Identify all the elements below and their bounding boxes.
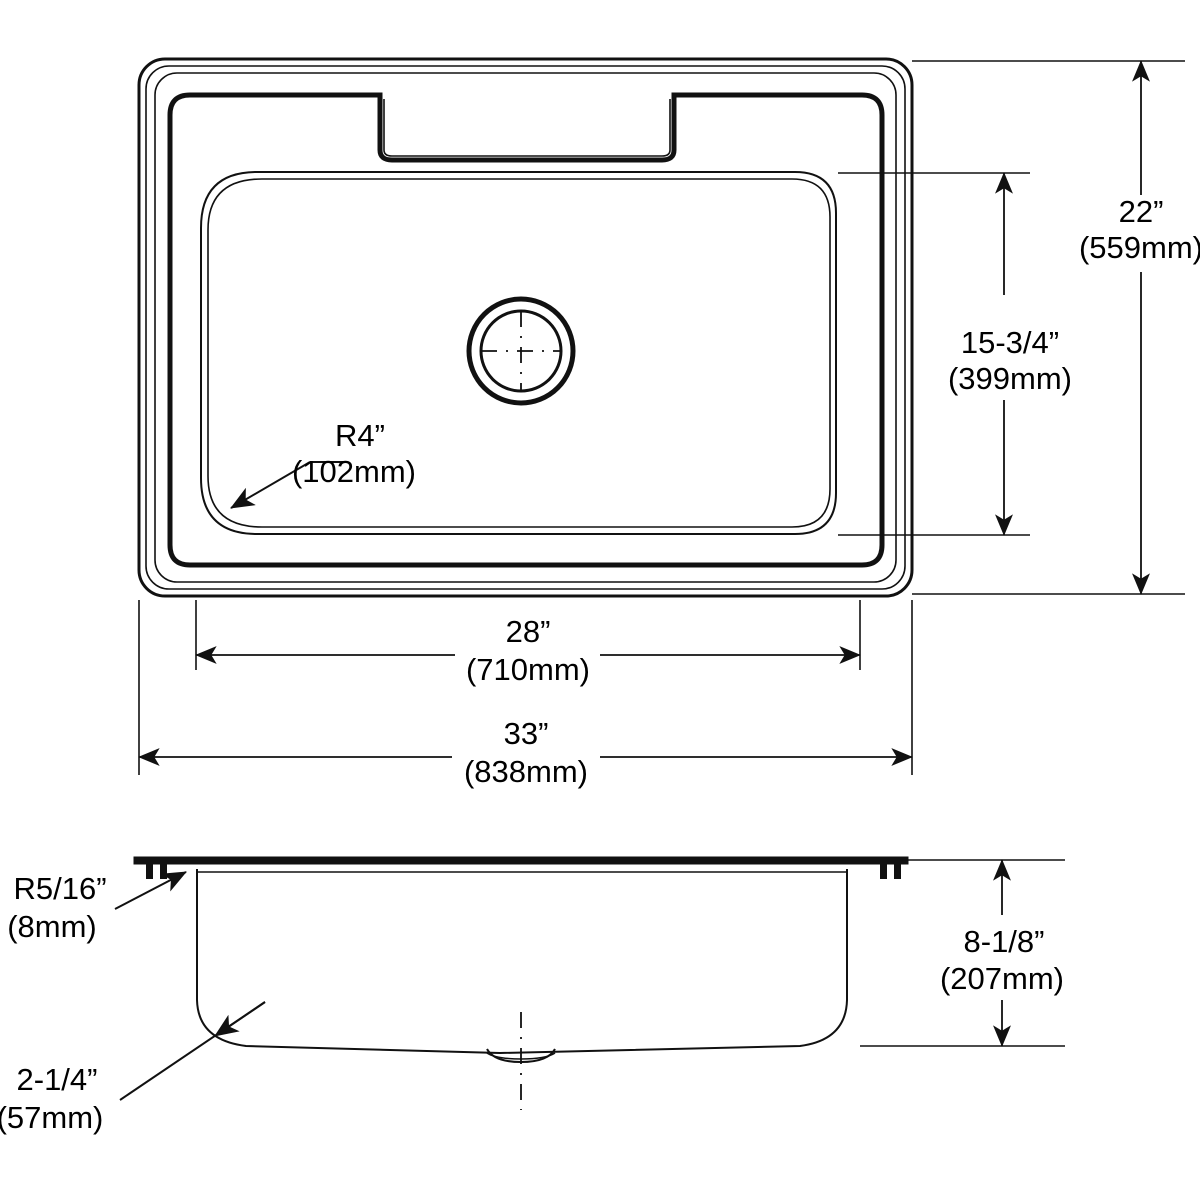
- leader-line-corner-radius: [230, 461, 311, 509]
- leader-line-bottom-radius: [214, 1001, 266, 1037]
- mounting-clip-right-a: [880, 864, 887, 879]
- sink-bowl-opening: [200, 171, 837, 535]
- bowl-depth-mm-label: (399mm): [948, 361, 1072, 396]
- side-view-dimensions: R5/16” (8mm) 2-1/4” (57mm) 8-1/8” (207mm…: [0, 859, 1065, 1135]
- rim-radius-inch-label: R5/16”: [13, 871, 106, 906]
- sink-rim-line-2: [145, 65, 906, 590]
- leader-line-rim-radius: [114, 871, 187, 910]
- side-view-group: [133, 856, 909, 1110]
- mounting-clip-right-b: [894, 864, 901, 879]
- basin-height-mm-label: (207mm): [940, 961, 1064, 996]
- corner-radius-inch-label: R4”: [335, 418, 385, 453]
- faucet-deck-shelf: [383, 99, 671, 157]
- bowl-width-inch-label: 28”: [506, 614, 551, 649]
- rim-radius-mm-label: (8mm): [7, 909, 97, 944]
- corner-radius-mm-label: (102mm): [292, 454, 416, 489]
- bowl-depth-inch-label: 15-3/4”: [961, 325, 1059, 360]
- sink-rim-line-3: [154, 72, 897, 583]
- side-basin-profile: [196, 869, 848, 1055]
- overall-depth-mm-label: (559mm): [1079, 230, 1200, 265]
- top-view-dimensions: 22” (559mm) 15-3/4” (399mm) R4” (102mm) …: [138, 60, 1200, 789]
- overall-width-inch-label: 33”: [504, 716, 549, 751]
- basin-height-inch-label: 8-1/8”: [964, 924, 1045, 959]
- top-view-group: [137, 57, 914, 598]
- overall-width-mm-label: (838mm): [464, 754, 588, 789]
- sink-deck-inner-boundary: [167, 92, 885, 568]
- mounting-clip-left-a: [146, 864, 153, 879]
- side-rim-slab: [133, 856, 909, 865]
- overall-depth-inch-label: 22”: [1119, 194, 1164, 229]
- mounting-clip-left-b: [160, 864, 167, 879]
- bottom-radius-inch-label: 2-1/4”: [17, 1062, 98, 1097]
- sink-outer-rim-edge: [137, 57, 914, 598]
- drain-outer-ring: [466, 296, 576, 406]
- bottom-radius-mm-label: (57mm): [0, 1100, 103, 1135]
- sink-bowl-wall-echo: [207, 178, 831, 528]
- bowl-width-mm-label: (710mm): [466, 652, 590, 687]
